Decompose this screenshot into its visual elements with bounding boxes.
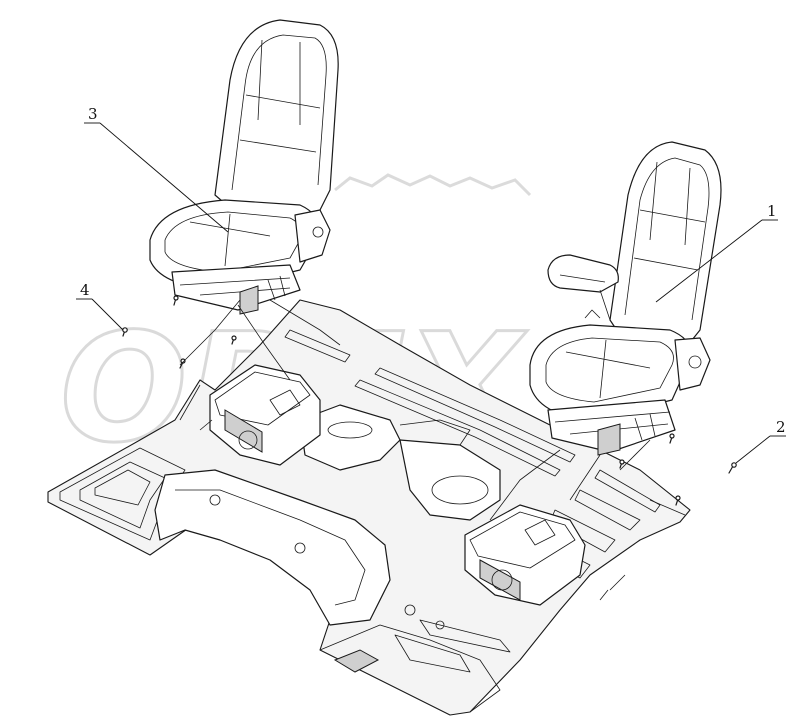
callout-2: 2 [735,418,786,464]
seat-right [529,141,722,456]
installation-guide-lines [179,299,651,521]
callout-1: 1 [655,202,778,303]
bolt-mount-c [619,459,625,469]
callout-label-3: 3 [88,105,98,123]
bolts [122,295,737,506]
cab-floor [47,299,691,716]
callout-4: 4 [76,281,124,331]
bolt-mount-e [675,495,681,506]
bolt-2 [728,462,737,474]
callout-3: 3 [84,105,229,233]
seat-left [149,19,339,315]
bolt-mount-a [179,358,186,369]
callout-label-2: 2 [776,418,786,436]
callout-label-4: 4 [80,281,90,299]
bolt-mount-d [669,433,675,444]
callout-label-1: 1 [767,202,777,220]
bolt-mount-f [231,335,237,345]
bolt-mount-b [173,295,179,306]
